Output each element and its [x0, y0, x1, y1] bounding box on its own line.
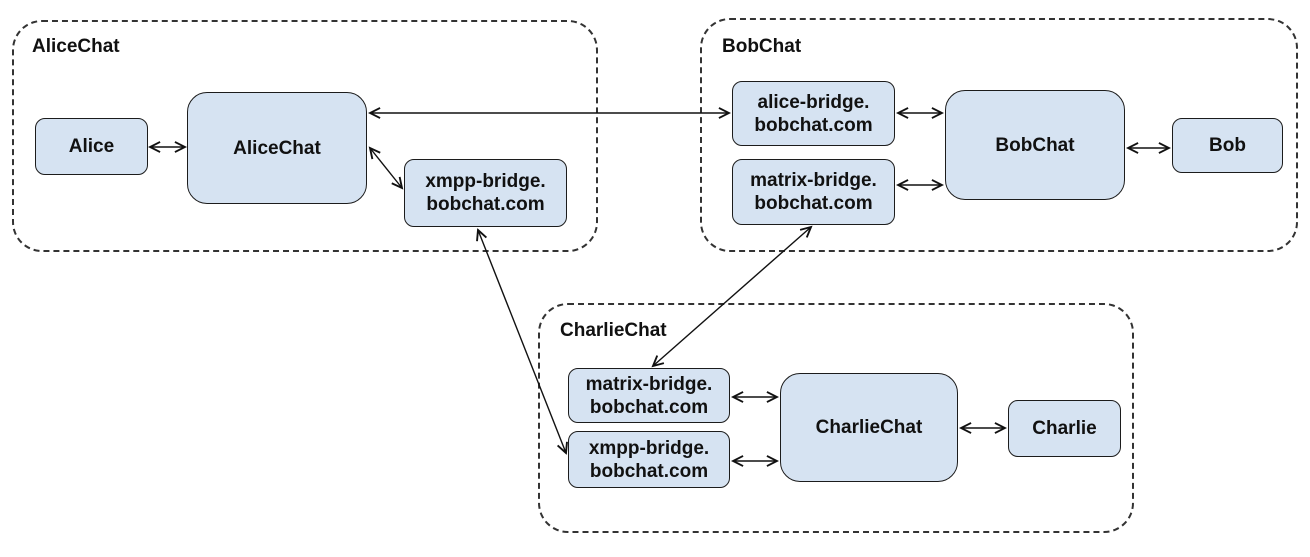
cluster-label-alicechat: AliceChat: [32, 36, 120, 57]
node-bob: Bob: [1172, 118, 1283, 173]
node-alicechat-server: AliceChat: [187, 92, 367, 204]
cluster-label-charliechat: CharlieChat: [560, 320, 667, 341]
node-bob-alice-bridge: alice-bridge. bobchat.com: [732, 81, 895, 146]
cluster-bobchat-network: [700, 18, 1298, 252]
node-alice-xmpp-bridge: xmpp-bridge. bobchat.com: [404, 159, 567, 227]
node-charlie: Charlie: [1008, 400, 1121, 457]
node-charlie-xmpp-bridge: xmpp-bridge. bobchat.com: [568, 431, 730, 488]
cluster-alicechat-network: [12, 20, 598, 252]
node-charliechat-server: CharlieChat: [780, 373, 958, 482]
node-bob-matrix-bridge: matrix-bridge. bobchat.com: [732, 159, 895, 225]
node-charlie-matrix-bridge: matrix-bridge. bobchat.com: [568, 368, 730, 423]
node-bobchat-server: BobChat: [945, 90, 1125, 200]
cluster-label-bobchat: BobChat: [722, 36, 802, 57]
node-alice: Alice: [35, 118, 148, 175]
